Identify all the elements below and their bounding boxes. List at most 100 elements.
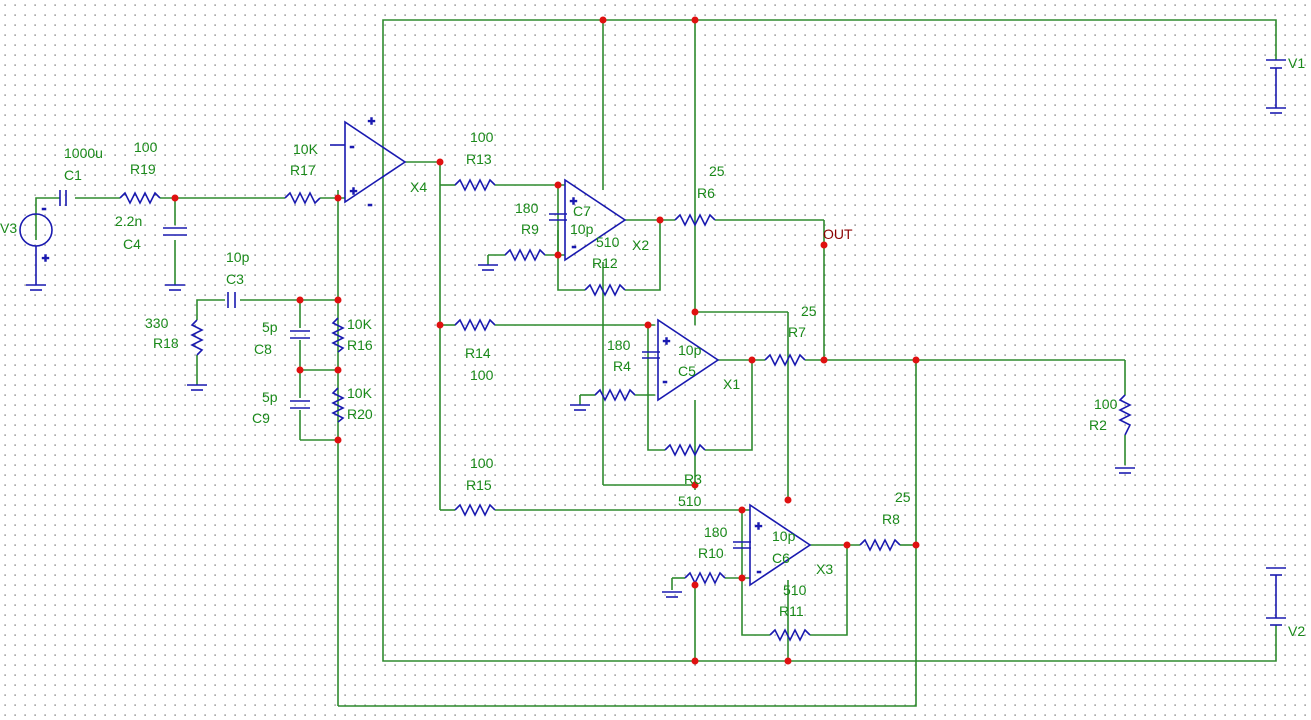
x1-opamp: + - <box>657 318 720 402</box>
r13-resistor <box>454 178 496 192</box>
r20-value-label: 10K <box>347 385 373 401</box>
c6-capacitor <box>733 541 751 549</box>
r10-ground <box>662 591 682 598</box>
r19-name-label: R19 <box>130 161 156 177</box>
svg-text:-: - <box>368 197 372 211</box>
junction-dot <box>820 356 828 364</box>
r14-value-label: 100 <box>470 367 494 383</box>
c9-capacitor <box>290 400 310 409</box>
junction-dot <box>436 321 444 329</box>
x1-name-label: X1 <box>723 376 740 392</box>
junction-dot <box>554 181 562 189</box>
r2-ground <box>1115 467 1135 474</box>
r9-ground <box>478 264 498 271</box>
x4-opamp: - + + - <box>330 113 407 212</box>
r19-value-label: 100 <box>134 139 158 155</box>
r16-name-label: R16 <box>347 337 373 353</box>
r17-resistor <box>284 191 321 205</box>
r14-name-label: R14 <box>465 345 491 361</box>
c7-name-label: C7 <box>573 203 591 219</box>
v2-battery <box>1266 567 1286 626</box>
svg-text:+: + <box>42 251 49 265</box>
v3-name-label: V3 <box>0 220 17 236</box>
x4-name-label: X4 <box>410 179 427 195</box>
svg-text:+: + <box>368 114 375 128</box>
c9-name-label: C9 <box>252 410 270 426</box>
r10-name-label: R10 <box>698 545 724 561</box>
junction-dot <box>691 16 699 24</box>
junction-dot <box>334 194 342 202</box>
junctions <box>171 16 920 665</box>
r11-value-label: 510 <box>783 582 807 598</box>
r4-resistor <box>594 388 636 402</box>
junction-dot <box>554 251 562 259</box>
r8-name-label: R8 <box>882 511 900 527</box>
svg-text:+: + <box>663 334 670 348</box>
junction-dot <box>738 506 746 514</box>
c8-name-label: C8 <box>254 341 272 357</box>
svg-text:-: - <box>42 201 46 215</box>
x3-name-label: X3 <box>816 561 833 577</box>
junction-dot <box>820 241 828 249</box>
r12-name-label: R12 <box>592 255 618 271</box>
junction-dot <box>296 296 304 304</box>
junction-dot <box>334 366 342 374</box>
c7-value-label: 10p <box>570 221 594 237</box>
junction-dot <box>691 308 699 316</box>
r12-resistor <box>584 283 626 297</box>
r13-value-label: 100 <box>470 129 494 145</box>
r15-name-label: R15 <box>466 477 492 493</box>
r18-resistor <box>190 319 204 356</box>
c3-name-label: C3 <box>226 271 244 287</box>
c5-value-label: 10p <box>678 342 702 358</box>
r2-value-label: 100 <box>1094 396 1118 412</box>
r6-name-label: R6 <box>697 185 715 201</box>
v1-name-label: V1 <box>1288 55 1305 71</box>
c8-capacitor <box>290 330 310 339</box>
junction-dot <box>334 296 342 304</box>
junction-dot <box>656 216 664 224</box>
junction-dot <box>644 321 652 329</box>
c6-name-label: C6 <box>772 550 790 566</box>
r13-name-label: R13 <box>466 151 492 167</box>
r4-name-label: R4 <box>613 358 631 374</box>
r3-value-label: 510 <box>678 493 702 509</box>
r16-resistor <box>331 317 345 353</box>
junction-dot <box>691 481 699 489</box>
c4-capacitor <box>163 227 187 291</box>
junction-dot <box>296 366 304 374</box>
r4-ground <box>570 404 590 411</box>
x2-name-label: X2 <box>632 237 649 253</box>
r17-name-label: R17 <box>290 162 316 178</box>
r9-value-label: 180 <box>515 200 539 216</box>
r7-name-label: R7 <box>788 324 806 340</box>
r18-value-label: 330 <box>145 315 169 331</box>
r3-resistor <box>664 443 706 457</box>
r2-name-label: R2 <box>1089 417 1107 433</box>
c1-value-label: 1000u <box>64 145 103 161</box>
r15-value-label: 100 <box>470 455 494 471</box>
junction-dot <box>436 158 444 166</box>
svg-text:-: - <box>572 239 576 253</box>
r7-value-label: 25 <box>801 303 817 319</box>
r8-value-label: 25 <box>895 489 911 505</box>
v3-source: - + <box>19 200 53 291</box>
r10-value-label: 180 <box>704 524 728 540</box>
svg-text:-: - <box>757 564 761 578</box>
r2-resistor <box>1118 394 1132 436</box>
c4-value-label: 2.2n <box>115 213 142 229</box>
r9-resistor <box>504 248 546 262</box>
c3-capacitor <box>227 292 236 308</box>
v1-battery <box>1266 59 1286 114</box>
r18-ground <box>187 384 207 391</box>
r16-value-label: 10K <box>347 316 373 332</box>
junction-dot <box>912 356 920 364</box>
out-node-label: OUT <box>823 226 853 242</box>
labels: 1000u C1 100 R19 2.2n C4 V3 10K R17 X4 1… <box>0 55 1305 639</box>
r20-name-label: R20 <box>347 406 373 422</box>
r11-name-label: R11 <box>779 603 804 619</box>
r4-value-label: 180 <box>607 337 631 353</box>
r3-name-label: R3 <box>684 471 702 487</box>
junction-dot <box>748 356 756 364</box>
